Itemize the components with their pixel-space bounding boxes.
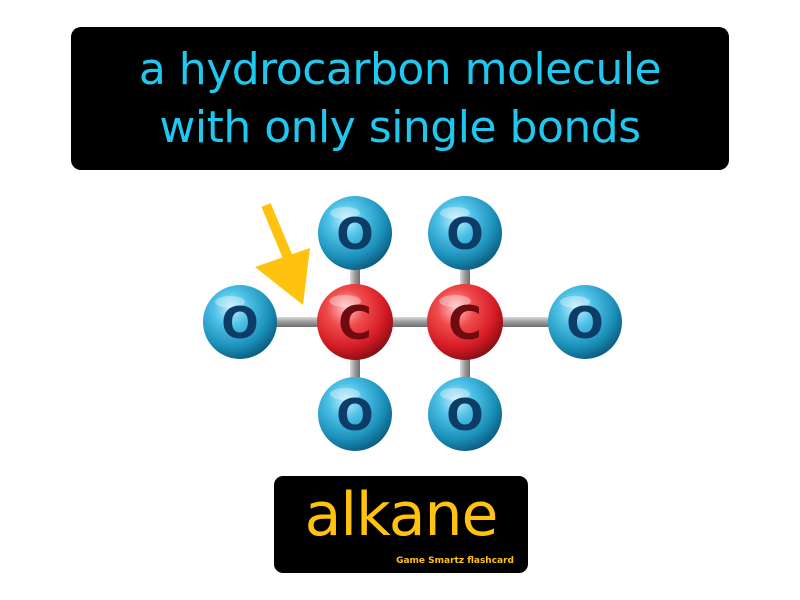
definition-line-2: with only single bonds	[159, 101, 641, 153]
atom-symbol: C	[448, 296, 482, 350]
bond-right-h	[455, 317, 585, 327]
atom-top-left: O	[318, 196, 392, 270]
carbon-atom-1: C	[317, 284, 393, 360]
bond-left-h	[240, 317, 360, 327]
atom-symbol: O	[336, 390, 373, 441]
brand-label: Game Smartz flashcard	[396, 556, 514, 566]
atom-top-right: O	[428, 196, 502, 270]
atom-symbol: O	[566, 298, 603, 349]
atom-bottom-right: O	[428, 377, 502, 451]
atom-symbol: O	[221, 298, 258, 349]
term-box: alkane Game Smartz flashcard	[274, 476, 528, 573]
bond-c1-top	[350, 232, 360, 324]
bond-c2-bottom	[460, 322, 470, 414]
bonds	[240, 232, 585, 414]
bond-c1-bottom	[350, 322, 360, 414]
atom-symbol: O	[446, 209, 483, 260]
bond-c2-top	[460, 232, 470, 324]
definition-line-1: a hydrocarbon molecule	[138, 43, 662, 95]
definition-box: a hydrocarbon molecule with only single …	[71, 27, 729, 170]
atom-bottom-left: O	[318, 377, 392, 451]
bond-c-c	[350, 317, 460, 327]
atom-symbol: O	[446, 390, 483, 441]
pointer-arrow-icon	[255, 203, 310, 305]
carbon-atom-2: C	[427, 284, 503, 360]
atom-right: O	[548, 285, 622, 359]
atom-symbol: O	[336, 209, 373, 260]
atom-symbol: C	[338, 296, 372, 350]
atom-left: O	[203, 285, 277, 359]
term-word: alkane	[304, 480, 499, 550]
